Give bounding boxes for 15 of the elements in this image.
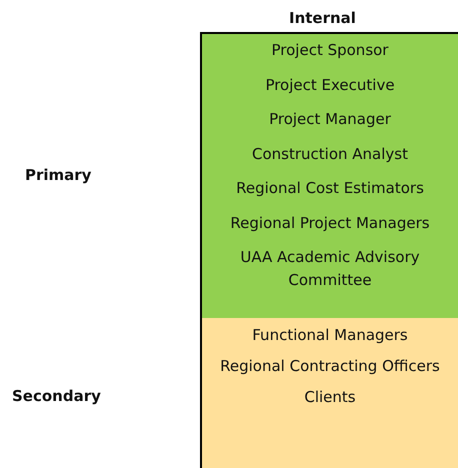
role-text: Project Sponsor bbox=[270, 40, 390, 61]
role-text: Functional Managers bbox=[251, 325, 409, 346]
group-panel bbox=[200, 32, 458, 318]
role-text: Regional Project Managers bbox=[229, 212, 431, 234]
group-panel bbox=[200, 318, 458, 468]
role-text: UAA Academic Advisory Committee bbox=[239, 247, 421, 291]
role-text: Project Manager bbox=[268, 109, 392, 130]
role-text: Regional Contracting Officers bbox=[220, 356, 440, 377]
role-text: Clients bbox=[303, 387, 357, 408]
role-text: Construction Analyst bbox=[251, 144, 409, 164]
role-text: Regional Cost Estimators bbox=[235, 178, 425, 199]
row-header: Secondary bbox=[12, 387, 101, 405]
role-text: Project Executive bbox=[264, 74, 396, 96]
row-header: Primary bbox=[25, 166, 92, 184]
column-header: Internal bbox=[289, 9, 356, 27]
